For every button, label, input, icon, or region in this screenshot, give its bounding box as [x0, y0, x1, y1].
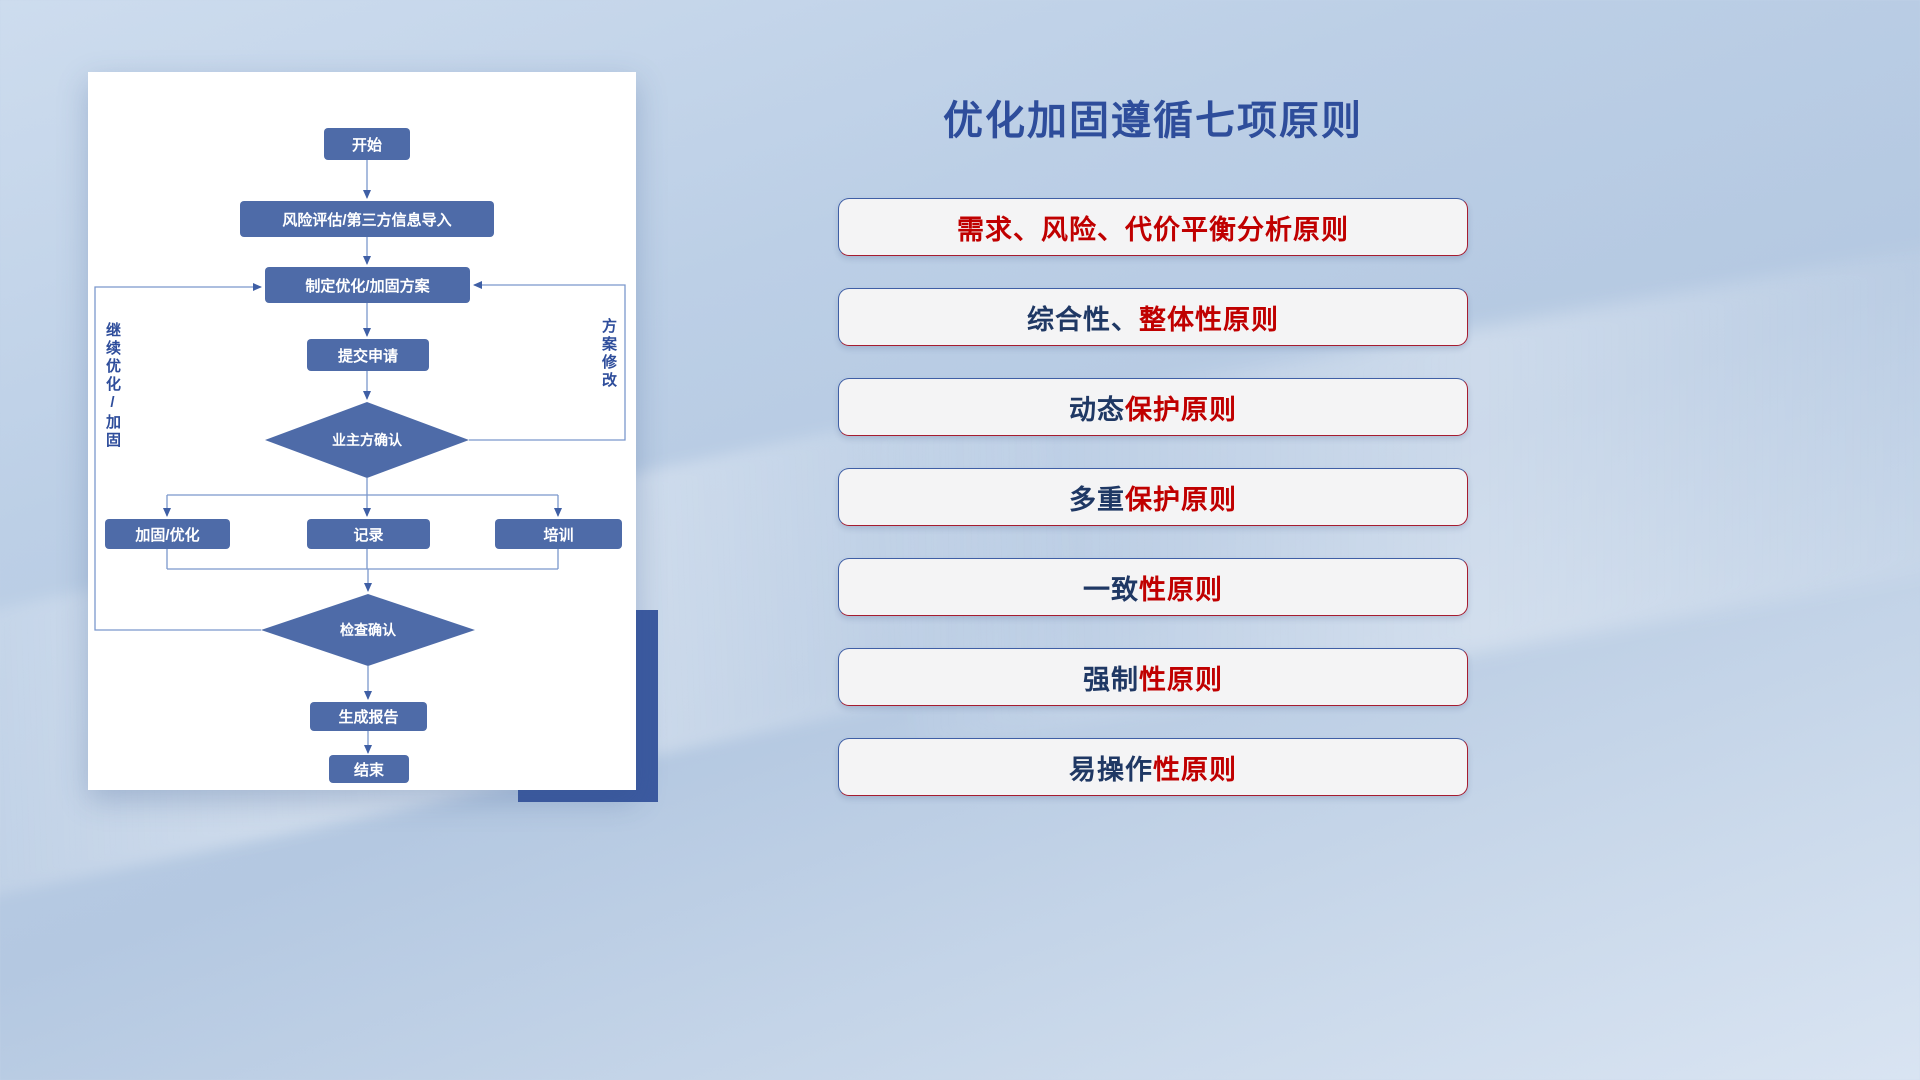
- principle-text-navy: 多重: [1069, 484, 1125, 515]
- principle-text-navy: 强制: [1083, 664, 1139, 695]
- flow-node-harden: 加固/优化: [105, 519, 230, 549]
- principle-text-navy: 综合性、: [1027, 304, 1139, 335]
- flow-node-report: 生成报告: [310, 702, 427, 731]
- flow-node-training: 培训: [495, 519, 622, 549]
- flow-node-submit: 提交申请: [307, 339, 429, 371]
- page-title: 优化加固遵循七项原则: [943, 99, 1363, 143]
- principle-pill-4: 多重保护原则: [838, 468, 1468, 526]
- flow-node-make-plan: 制定优化/加固方案: [265, 267, 470, 303]
- flow-node-start: 开始: [324, 128, 410, 160]
- principle-text-red: 性原则: [1139, 664, 1223, 695]
- principle-pill-6: 强制性原则: [838, 648, 1468, 706]
- principle-text-red: 需求、风险、代价平衡分析原则: [957, 214, 1349, 245]
- principle-text-red: 整体性原则: [1139, 304, 1279, 335]
- principle-pill-5: 一致性原则: [838, 558, 1468, 616]
- principle-text-red: 性原则: [1153, 754, 1237, 785]
- principle-text-navy: 易操作: [1069, 754, 1153, 785]
- flow-node-record: 记录: [307, 519, 430, 549]
- principle-text-red: 性原则: [1139, 574, 1223, 605]
- principle-pill-2: 综合性、整体性原则: [838, 288, 1468, 346]
- principle-text-red: 保护原则: [1125, 394, 1237, 425]
- principle-pill-3: 动态保护原则: [838, 378, 1468, 436]
- flow-node-end: 结束: [329, 755, 409, 783]
- flow-node-owner-confirm: 业主方确认: [332, 432, 402, 448]
- flow-label-continue-loop: 继续优化/加固: [104, 322, 121, 450]
- principle-pill-7: 易操作性原则: [838, 738, 1468, 796]
- flowchart-card: 开始 风险评估/第三方信息导入 制定优化/加固方案 提交申请 业主方确认 加固/…: [88, 72, 636, 790]
- principle-pill-1: 需求、风险、代价平衡分析原则: [838, 198, 1468, 256]
- principle-text-navy: 动态: [1069, 394, 1125, 425]
- flow-connectors: [94, 160, 626, 754]
- decision-diamond-check: [261, 594, 475, 666]
- principle-text-navy: 一致: [1083, 574, 1139, 605]
- decision-diamond-owner: [265, 402, 469, 478]
- principles-panel: 优化加固遵循七项原则: [838, 88, 1468, 146]
- principle-text-red: 保护原则: [1125, 484, 1237, 515]
- principles-list: 需求、风险、代价平衡分析原则 综合性、整体性原则 动态保护原则 多重保护原则 一…: [838, 198, 1468, 796]
- flow-node-check-confirm: 检查确认: [340, 622, 396, 638]
- process-flowchart: 开始 风险评估/第三方信息导入 制定优化/加固方案 提交申请 业主方确认 加固/…: [88, 72, 636, 790]
- flow-label-plan-revision: 方案修改: [600, 318, 617, 390]
- flow-node-risk-import: 风险评估/第三方信息导入: [240, 201, 494, 237]
